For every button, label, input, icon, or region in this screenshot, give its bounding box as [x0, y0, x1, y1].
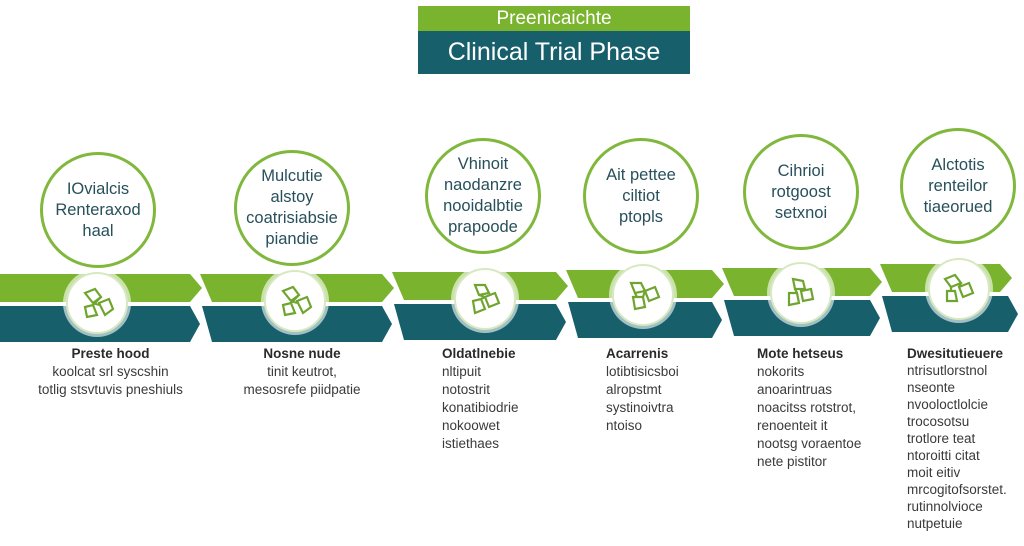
phase-circle-text: IOvialcis Renteraxod haal: [55, 179, 141, 240]
molecule-network-icon: [770, 262, 832, 324]
phase-title: Acarrenis: [606, 346, 669, 361]
phase-body: nokorits anoarintruas noacitss rotstrot,…: [757, 364, 862, 469]
header-subtitle: Preenicaichte: [418, 6, 690, 31]
phase-title: Nosne nude: [263, 346, 341, 361]
phase-title: Dwesitutieuere: [907, 346, 1004, 361]
molecule-network-icon: [66, 272, 128, 334]
phase-body: nltipuit notostrit konatibiodrie nokoowe…: [442, 364, 519, 451]
phase-title: Mote hetseus: [757, 346, 844, 361]
phase-circle-text: Vhinoit naodanzre nooidalbtie prapoode: [443, 155, 523, 236]
phase-body: lotibtisicsboi alropstmt systinoivtra nt…: [606, 364, 679, 433]
phase-body: tinit keutrot, mesosrefe piidpatie: [243, 364, 361, 397]
phase-body: ntrisutlorstnol nseonte nvooloctlolcie t…: [907, 363, 1007, 531]
phase-circle-text: Cihrioi rotgoost setxnoi: [771, 161, 831, 222]
molecule-network-icon: [264, 270, 326, 332]
phase-description-1: Preste hood koolcat srl syscshin totlig …: [28, 345, 193, 399]
phase-circle-5: Cihrioi rotgoost setxnoi: [743, 134, 859, 250]
phase-circle-4: Ait pettee ciltiot ptopls: [583, 138, 699, 254]
phase-circle-3: Vhinoit naodanzre nooidalbtie prapoode: [425, 138, 541, 254]
phase-description-4: Acarrenis lotibtisicsboi alropstmt systi…: [606, 345, 726, 435]
molecule-network-icon: [928, 258, 990, 320]
phase-circle-6: Alctotis renteilor tiaeorued: [900, 128, 1016, 244]
phase-circle-1: IOvialcis Renteraxod haal: [40, 152, 156, 268]
phase-title: Oldatlnebie: [442, 346, 516, 361]
header-title: Clinical Trial Phase: [418, 31, 690, 74]
phase-circle-text: Ait pettee ciltiot ptopls: [606, 165, 676, 226]
phase-description-3: Oldatlnebie nltipuit notostrit konatibio…: [442, 345, 562, 453]
phase-body: koolcat srl syscshin totlig stsvtuvis pn…: [38, 364, 183, 397]
molecule-network-icon: [612, 264, 674, 326]
phase-description-2: Nosne nude tinit keutrot, mesosrefe piid…: [222, 345, 382, 399]
phase-description-6: Dwesitutieuere ntrisutlorstnol nseonte n…: [907, 345, 1019, 532]
phase-description-5: Mote hetseus nokorits anoarintruas noaci…: [757, 345, 887, 471]
phase-circle-2: Mulcutie alstoy coatrisiabsie piandie: [234, 150, 350, 266]
phase-title: Preste hood: [71, 346, 150, 361]
phase-circle-text: Alctotis renteilor tiaeorued: [923, 155, 993, 216]
molecule-network-icon: [454, 268, 516, 330]
phase-circle-text: Mulcutie alstoy coatrisiabsie piandie: [246, 167, 338, 248]
